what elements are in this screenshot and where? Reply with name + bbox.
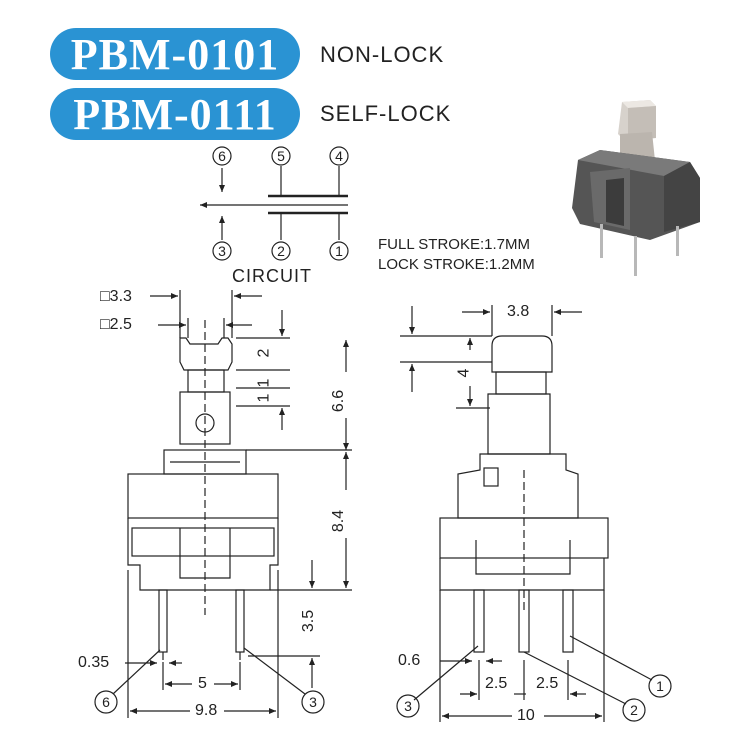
front-pin-label-right: 3 — [309, 694, 317, 710]
front-pin-label-left: 6 — [102, 694, 110, 710]
circuit-label: CIRCUIT — [232, 266, 312, 286]
dim-10: 10 — [517, 707, 535, 724]
model-badge-self-lock: PBM-0111 — [50, 88, 300, 140]
product-photo — [572, 100, 700, 276]
dim-0-35: 0.35 — [78, 654, 110, 671]
lock-stroke-label: LOCK STROKE:1.2MM — [378, 256, 535, 273]
circuit-pin-2: 2 — [277, 243, 285, 259]
side-pin-label-3: 3 — [404, 698, 412, 714]
dim-2-5b: 2.5 — [536, 675, 559, 692]
front-view-dimensions — [94, 290, 352, 718]
model-badge-non-lock: PBM-0101 — [50, 28, 300, 80]
circuit-pin-5: 5 — [277, 148, 285, 164]
mode-label-non-lock: NON-LOCK — [320, 42, 445, 67]
dim-5: 5 — [198, 675, 207, 692]
mode-label-self-lock: SELF-LOCK — [320, 101, 452, 126]
circuit-pin-4: 4 — [335, 148, 343, 164]
side-view-dimensions — [396, 305, 672, 722]
side-pin-label-1: 1 — [656, 678, 664, 694]
full-stroke-label: FULL STROKE:1.7MM — [378, 236, 530, 253]
dim-0-6: 0.6 — [398, 652, 421, 669]
dim-3-8: 3.8 — [507, 303, 530, 320]
model-code: PBM-0111 — [73, 89, 277, 139]
dim-cap-inner: □2.5 — [100, 316, 132, 333]
dim-9-8: 9.8 — [195, 702, 218, 719]
circuit-schematic — [200, 146, 349, 261]
dim-2-5a: 2.5 — [485, 675, 508, 692]
dim-cap-outer: □3.3 — [100, 288, 132, 305]
side-pin-label-2: 2 — [630, 702, 638, 718]
circuit-pin-1: 1 — [335, 243, 343, 259]
model-code: PBM-0101 — [70, 29, 280, 79]
circuit-pin-3: 3 — [218, 243, 226, 259]
front-view-outline — [127, 320, 279, 660]
circuit-pin-6: 6 — [218, 148, 226, 164]
side-view-outline — [439, 335, 609, 653]
